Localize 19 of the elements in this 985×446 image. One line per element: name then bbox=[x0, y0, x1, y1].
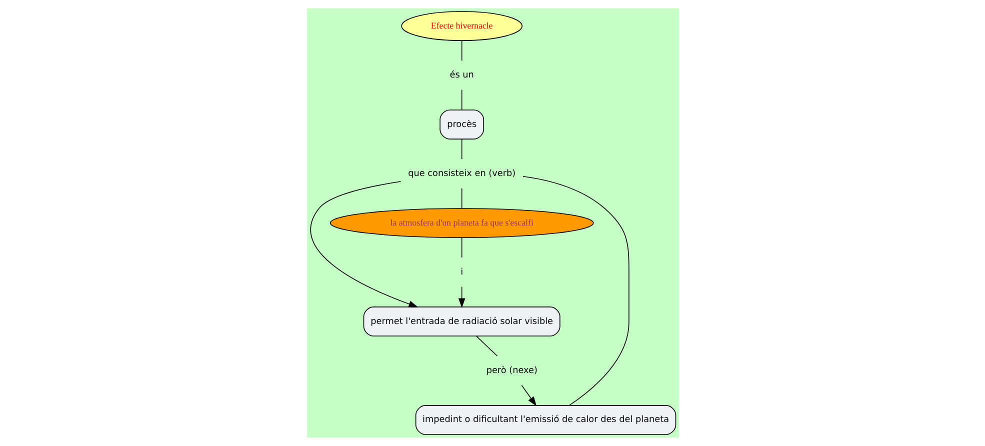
node-box: permet l'entrada de radiació solar visible bbox=[362, 306, 560, 336]
connector bbox=[460, 188, 462, 209]
connector bbox=[460, 40, 462, 61]
connector bbox=[460, 89, 462, 110]
node-ellipse: Efecte hivernacle bbox=[400, 11, 522, 41]
arrow bbox=[458, 286, 465, 308]
node-text: que consisteix en (verb) bbox=[408, 169, 516, 180]
node-box: procès bbox=[439, 110, 484, 140]
node-ellipse: la atmosfera d'un planeta fa que s'escalfi bbox=[329, 208, 594, 238]
node-text: i bbox=[460, 268, 463, 278]
arrow bbox=[520, 384, 536, 406]
node-box: impedint o dificultant l'emissió de calor des del planeta bbox=[414, 405, 676, 435]
node-text: és un bbox=[449, 70, 474, 81]
node-text: però (nexe) bbox=[486, 366, 537, 376]
arrow bbox=[310, 181, 418, 308]
connector bbox=[460, 138, 462, 160]
connector bbox=[460, 237, 462, 258]
connector bbox=[475, 336, 498, 356]
connector bbox=[522, 176, 629, 406]
